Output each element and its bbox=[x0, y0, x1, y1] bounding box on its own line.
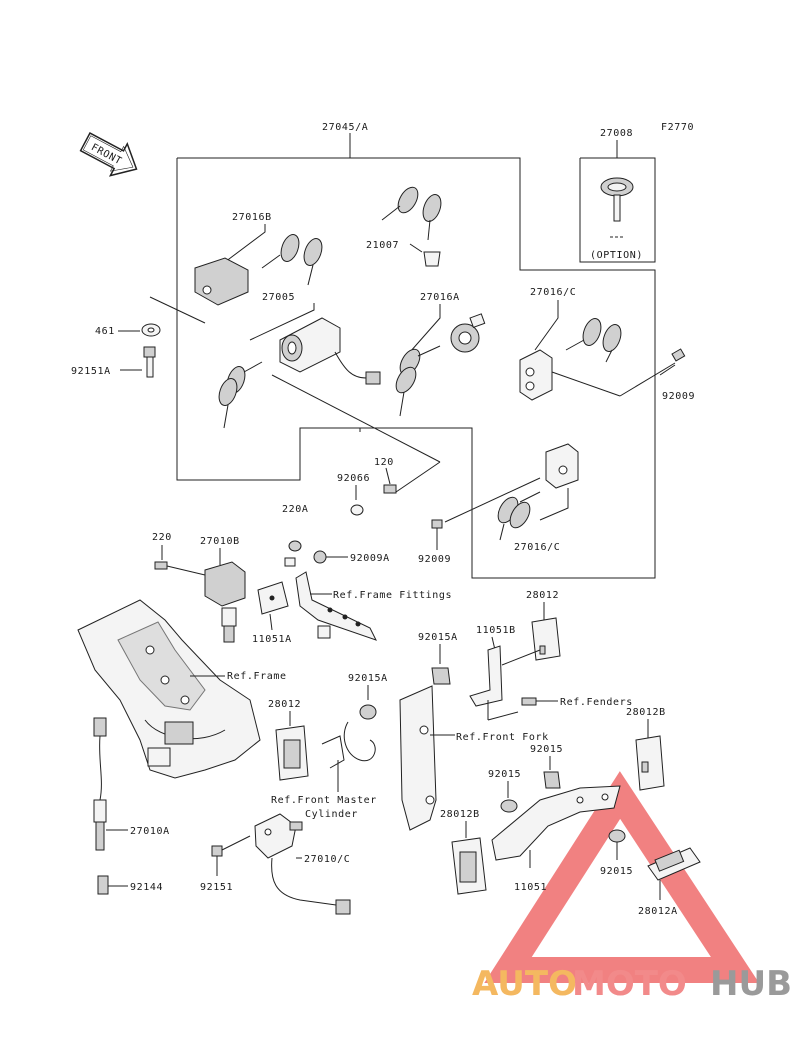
label-92015A-2: 92015A bbox=[348, 673, 388, 684]
label-220A: 220A bbox=[282, 504, 308, 515]
ref-frame-label: Ref.Frame bbox=[227, 671, 287, 682]
label-92015-3: 92015 bbox=[600, 866, 633, 877]
watermark-moto: MOTO bbox=[572, 964, 687, 1004]
part-92015A-1: 92015A bbox=[418, 632, 458, 685]
part-92015A-2: 92015A bbox=[348, 673, 388, 720]
part-92015-3: 92015 bbox=[600, 829, 633, 877]
keys-27016A bbox=[395, 345, 441, 417]
part-11051A: 11051A bbox=[252, 581, 292, 645]
option-box-27008: 27008 (OPTION) bbox=[579, 128, 656, 263]
label-92009A: 92009A bbox=[350, 553, 390, 564]
front-fork-tube: Ref.Front Fork bbox=[399, 685, 549, 831]
part-120: 120 bbox=[374, 457, 397, 494]
key-27008 bbox=[600, 177, 634, 222]
label-92015-1: 92015 bbox=[530, 744, 563, 755]
ref-front-master-label-1: Ref.Front Master bbox=[271, 795, 377, 806]
label-11051A: 11051A bbox=[252, 634, 292, 645]
label-27008: 27008 bbox=[600, 128, 633, 139]
label-27045A: 27045/A bbox=[322, 122, 368, 133]
frame-illustration: Ref.Frame bbox=[77, 599, 287, 779]
label-92066: 92066 bbox=[337, 473, 370, 484]
label-28012B-right: 28012B bbox=[626, 707, 666, 718]
label-120: 120 bbox=[374, 457, 394, 468]
figure-code: F2770 bbox=[661, 122, 694, 133]
part-92009A: 92009A bbox=[313, 550, 390, 564]
keys-27005 bbox=[218, 361, 263, 429]
ref-front-fork-label: Ref.Front Fork bbox=[456, 732, 549, 743]
part-27010A: 27010A bbox=[93, 717, 170, 851]
option-label: (OPTION) bbox=[590, 250, 643, 261]
label-92151A: 92151A bbox=[71, 366, 111, 377]
label-27005: 27005 bbox=[262, 292, 295, 303]
part-28012-top: 28012 bbox=[526, 590, 561, 661]
part-27010B: 27010B bbox=[200, 536, 302, 643]
label-92015-2: 92015 bbox=[488, 769, 521, 780]
label-27010C: 27010/C bbox=[304, 854, 350, 865]
part-28012B-left: 28012B bbox=[440, 809, 487, 895]
ref-front-master-label-2: Cylinder bbox=[305, 809, 358, 820]
part-27005: 27005 bbox=[218, 292, 441, 463]
kit-box-27045A: 27045/A bbox=[176, 122, 656, 579]
label-27016A: 27016A bbox=[420, 292, 460, 303]
label-220: 220 bbox=[152, 532, 172, 543]
part-92151: 92151 bbox=[200, 835, 251, 893]
part-92015-1: 92015 bbox=[530, 744, 563, 789]
part-92015-2: 92015 bbox=[488, 769, 521, 813]
keys-27016B bbox=[261, 234, 323, 286]
label-28012-top: 28012 bbox=[526, 590, 559, 601]
front-direction-arrow: FRONT bbox=[79, 132, 138, 177]
part-21007: 21007 bbox=[366, 186, 442, 267]
watermark-triangle-logo bbox=[484, 771, 760, 983]
label-27010B: 27010B bbox=[200, 536, 240, 547]
label-461: 461 bbox=[95, 326, 115, 337]
part-11051B: 11051B bbox=[469, 625, 541, 721]
part-27016A: 27016A bbox=[395, 292, 486, 417]
part-27016C-mid: 27016/C bbox=[444, 443, 579, 553]
part-28012B-right: 28012B bbox=[626, 707, 666, 791]
label-11051: 11051 bbox=[514, 882, 547, 893]
keys-27016C-top bbox=[565, 318, 622, 363]
label-27016C-mid: 27016/C bbox=[514, 542, 560, 553]
part-27016B: 27016B bbox=[194, 212, 323, 306]
label-92015A-1: 92015A bbox=[418, 632, 458, 643]
part-27016C-top: 27016/C bbox=[519, 287, 676, 401]
part-92009-right: 92009 bbox=[659, 348, 695, 402]
label-11051B: 11051B bbox=[476, 625, 516, 636]
part-28012-left: 28012 Ref.Front Master Cylinder bbox=[268, 699, 377, 820]
part-220: 220 bbox=[152, 532, 206, 576]
part-28012A: 28012A bbox=[638, 847, 701, 917]
ref-fenders-label: Ref.Fenders bbox=[560, 697, 633, 708]
frame-fittings-bracket: Ref.Frame Fittings bbox=[295, 571, 452, 641]
label-28012B-left: 28012B bbox=[440, 809, 480, 820]
label-92009-right: 92009 bbox=[662, 391, 695, 402]
label-92151: 92151 bbox=[200, 882, 233, 893]
label-27010A: 27010A bbox=[130, 826, 170, 837]
watermark-hub: HUB bbox=[710, 964, 792, 1004]
part-92009-mid: 92009 bbox=[418, 519, 451, 565]
ref-frame-fittings-label: Ref.Frame Fittings bbox=[333, 590, 452, 601]
part-27010C: 27010/C bbox=[254, 813, 351, 915]
label-28012A: 28012A bbox=[638, 906, 678, 917]
label-92009-mid: 92009 bbox=[418, 554, 451, 565]
part-11051: 11051 bbox=[491, 785, 621, 893]
label-28012-left: 28012 bbox=[268, 699, 301, 710]
watermark-text: AUTO MOTO HUB bbox=[472, 964, 792, 1004]
part-461: 461 bbox=[95, 323, 161, 337]
keys-27016C-mid bbox=[497, 491, 541, 541]
label-21007: 21007 bbox=[366, 240, 399, 251]
part-92151A: 92151A bbox=[71, 346, 156, 378]
fender-bolt: Ref.Fenders bbox=[521, 697, 633, 708]
label-27016B: 27016B bbox=[232, 212, 272, 223]
label-27016C-top: 27016/C bbox=[530, 287, 576, 298]
watermark-auto: AUTO bbox=[472, 964, 577, 1004]
part-92144: 92144 bbox=[97, 875, 163, 895]
label-92144: 92144 bbox=[130, 882, 163, 893]
part-92066: 92066 bbox=[337, 473, 370, 516]
